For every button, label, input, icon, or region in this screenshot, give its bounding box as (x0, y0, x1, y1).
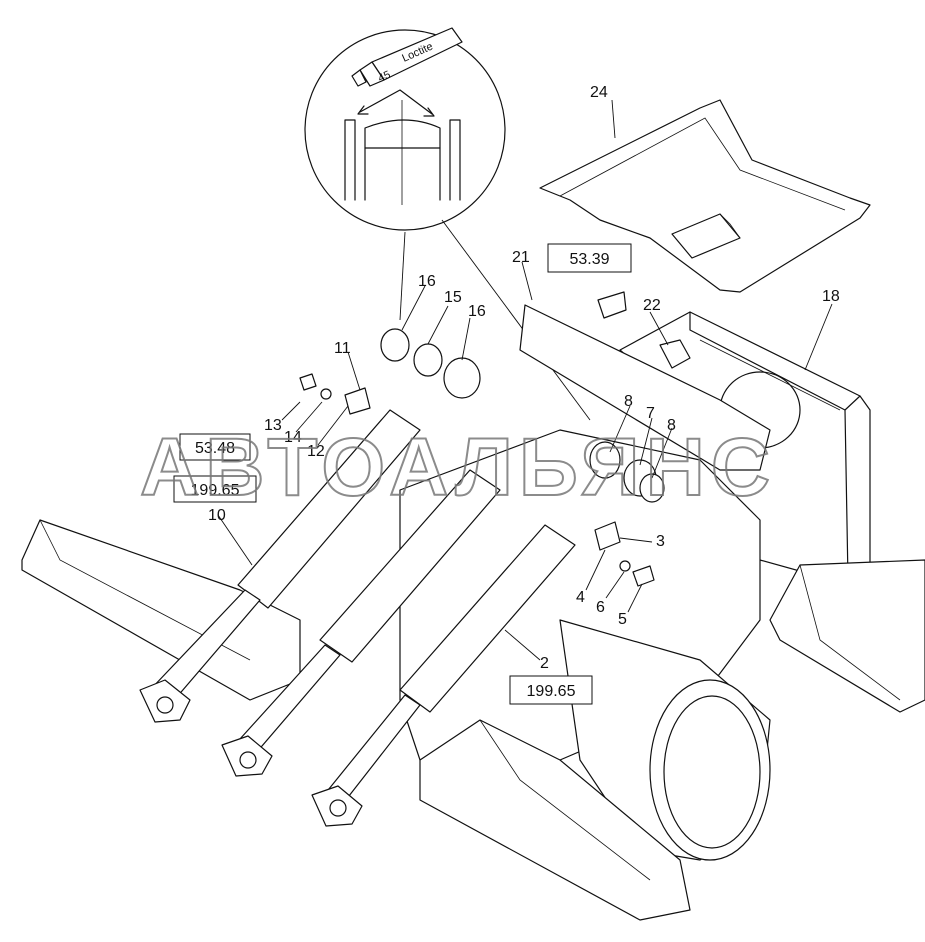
leader-lines (217, 99, 833, 661)
callout-12: 12 (307, 443, 325, 460)
ref-box-199-65-left: 199.65 (173, 475, 257, 503)
bracket-21 (519, 291, 771, 471)
callout-24: 24 (590, 84, 608, 101)
callout-22: 22 (643, 297, 661, 314)
callout-6: 6 (596, 599, 605, 616)
callout-15: 15 (444, 289, 462, 306)
callout-4: 4 (576, 589, 585, 606)
callout-8a: 8 (624, 393, 633, 410)
ref-53-48-label: 53.48 (195, 440, 235, 457)
tube-code-label: 45 (376, 69, 392, 85)
watermark-text: АВТОАЛЬЯНС (140, 422, 776, 513)
callout-8b: 8 (667, 417, 676, 434)
callout-numbers: 24 18 21 22 16 15 16 11 13 14 12 10 8 7 … (208, 84, 840, 672)
ref-199-65-left-label: 199.65 (191, 482, 240, 499)
ref-box-53-48: 53.48 (179, 433, 251, 461)
callout-7: 7 (646, 405, 655, 422)
callout-3: 3 (656, 533, 665, 550)
callout-16b: 16 (468, 303, 486, 320)
cover-plate-24 (539, 99, 871, 293)
front-beam (419, 719, 691, 921)
callout-11: 11 (334, 340, 351, 357)
ref-53-39-label: 53.39 (569, 251, 609, 268)
cylinder-10 (139, 409, 421, 723)
small-parts (299, 328, 665, 587)
central-housing (399, 429, 771, 861)
callout-10: 10 (208, 507, 226, 524)
callout-21: 21 (512, 249, 530, 266)
ref-box-53-39: 53.39 (547, 243, 632, 273)
callout-2: 2 (540, 655, 549, 672)
callout-16a: 16 (418, 273, 436, 290)
ref-box-199-65-bottom: 199.65 (509, 675, 593, 705)
cylinder-middle (221, 469, 501, 777)
cylinder-2 (311, 524, 576, 827)
ref-199-65-bottom-label: 199.65 (527, 683, 576, 700)
callout-13: 13 (264, 417, 282, 434)
callout-18: 18 (822, 288, 840, 305)
callout-5: 5 (618, 611, 627, 628)
left-beam (21, 519, 301, 701)
callout-14: 14 (284, 429, 302, 446)
right-beam (769, 559, 925, 713)
